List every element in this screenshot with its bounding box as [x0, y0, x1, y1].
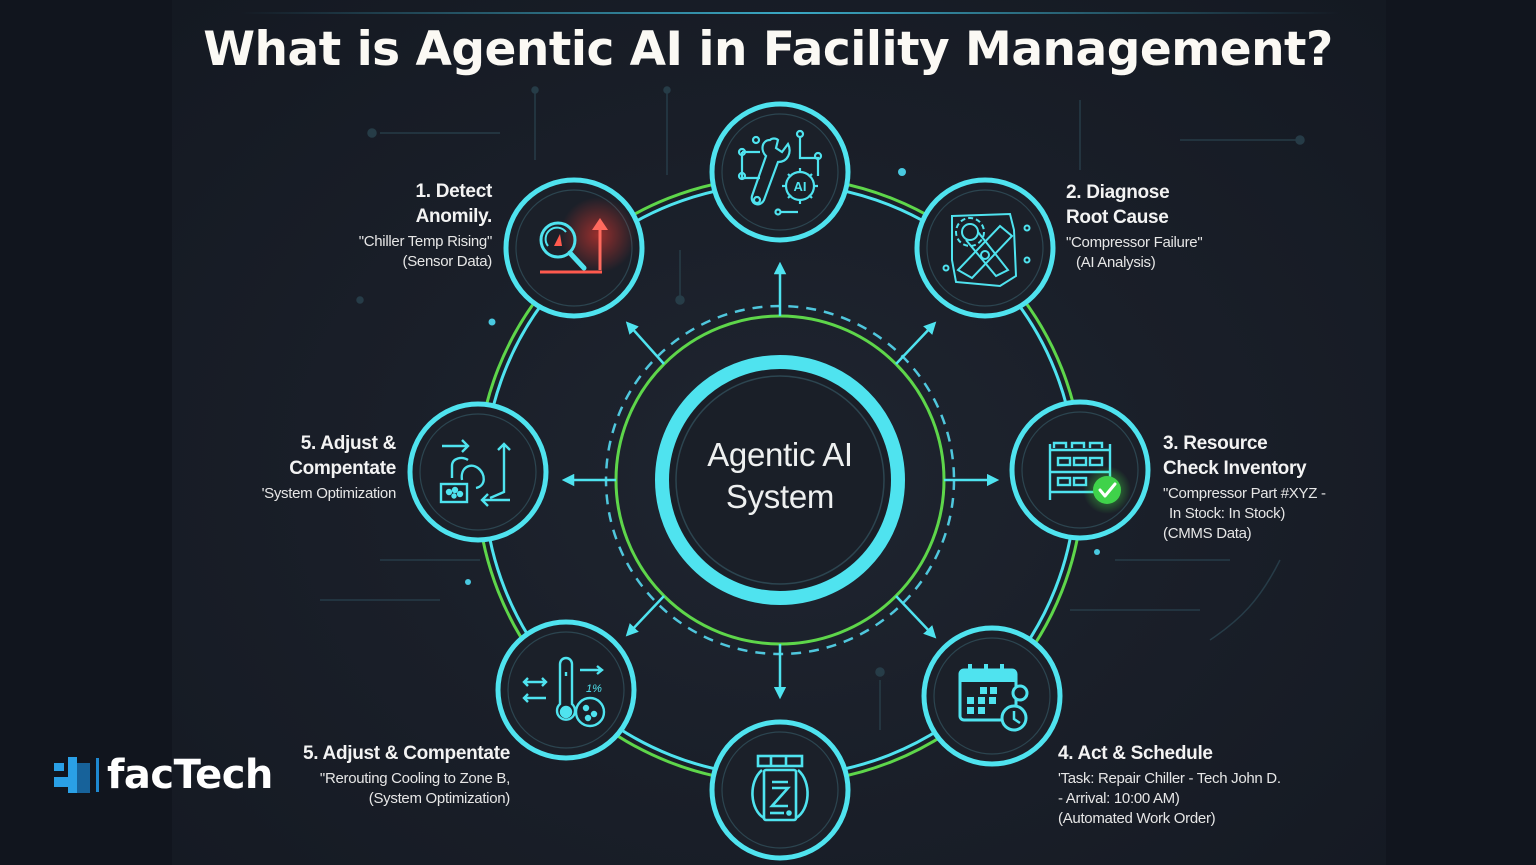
brand-name: facTech — [107, 752, 273, 798]
step-resource-heading-1: 3. Resource — [1163, 433, 1268, 454]
step-detect-label: 1. Detect Anomily. "Chiller Temp Rising"… — [300, 181, 493, 272]
step-resource-detail-3: (CMMS Data) — [1163, 525, 1252, 542]
step-adjust-cooling-label: 5. Adjust & Compentate "Rerouting Coolin… — [280, 744, 510, 809]
top-accent-line — [240, 12, 1340, 14]
node-adjust-cooling[interactable]: 1% — [495, 619, 637, 761]
center-node-label: Agentic AI System — [660, 434, 900, 518]
center-node-inner-ring — [675, 375, 885, 585]
step-adjust-compensate-detail: 'System Optimization — [261, 485, 397, 502]
center-label-line2: System — [725, 478, 835, 515]
wrench-ai-gear-icon — [737, 129, 823, 216]
step-adjust-compensate-heading-2: Compentate — [289, 458, 396, 479]
reroute-arrows-panel-icon — [439, 439, 511, 507]
step-adjust-compensate-heading-1: 5. Adjust & — [300, 433, 397, 454]
step-resource-label: 3. Resource Check Inventory "Compressor … — [1163, 434, 1363, 544]
step-adjust-cooling-heading: 5. Adjust & Compentate — [303, 743, 510, 764]
step-resource-detail-1: "Compressor Part #XYZ - — [1163, 485, 1326, 502]
work-order-device-icon — [751, 754, 809, 822]
step-diagnose-heading-1: 2. Diagnose — [1066, 182, 1170, 203]
node-act-schedule[interactable] — [921, 625, 1063, 767]
satellite-nodes: AI — [407, 101, 1151, 861]
node-resource-inventory[interactable] — [1009, 399, 1151, 541]
gear-broken-tool-icon — [942, 212, 1031, 288]
step-act-detail-2: - Arrival: 10:00 AM) — [1058, 790, 1180, 807]
center-label-line1: Agentic AI — [707, 436, 853, 473]
calendar-technician-clock-icon — [958, 664, 1029, 732]
step-act-detail-3: (Automated Work Order) — [1058, 810, 1216, 827]
step-resource-heading-2: Check Inventory — [1163, 458, 1307, 479]
magnifier-gauge-alert-icon — [539, 218, 608, 274]
node-bottom-work-order[interactable] — [709, 719, 851, 861]
center-node-ring — [655, 355, 905, 605]
step-adjust-cooling-detail-1: "Rerouting Cooling to Zone B, — [319, 770, 510, 787]
step-act-detail-1: 'Task: Repair Chiller - Tech John D. — [1058, 770, 1281, 787]
step-act-label: 4. Act & Schedule 'Task: Repair Chiller … — [1058, 744, 1338, 829]
check-badge-icon — [1093, 476, 1121, 504]
node-diagnose-root-cause[interactable] — [914, 177, 1056, 319]
node-detect-anomaly[interactable] — [503, 177, 645, 319]
step-resource-detail-2: In Stock: In Stock) — [1169, 505, 1286, 522]
step-detect-detail-2: (Sensor Data) — [402, 253, 493, 270]
connector-arrows — [561, 261, 1000, 700]
step-diagnose-label: 2. Diagnose Root Cause "Compressor Failu… — [1066, 183, 1286, 273]
svg-text:1%: 1% — [586, 683, 602, 695]
step-diagnose-heading-2: Root Cause — [1066, 207, 1169, 228]
center-node-fill — [658, 358, 902, 602]
step-detect-heading-2: Anomily. — [415, 206, 493, 227]
logo-mark-icon — [54, 757, 90, 793]
step-diagnose-detail-1: "Compressor Failure" — [1066, 234, 1203, 251]
step-diagnose-detail-2: (AI Analysis) — [1076, 254, 1156, 271]
node-adjust-compensate[interactable] — [407, 401, 549, 543]
thermometer-airflow-icon: 1% — [522, 656, 606, 728]
step-detect-heading-1: 1. Detect — [415, 181, 492, 202]
circuit-traces — [320, 86, 1305, 730]
step-adjust-compensate-label: 5. Adjust & Compentate 'System Optimizat… — [230, 433, 397, 504]
logo-separator — [96, 758, 99, 792]
page-title: What is Agentic AI in Facility Managemen… — [203, 22, 1333, 77]
node-top-wrench-ai[interactable]: AI — [709, 101, 851, 243]
factech-logo: facTech — [54, 752, 273, 798]
step-act-heading-1: 4. Act & Schedule — [1058, 743, 1213, 764]
ai-chip-label: AI — [794, 179, 807, 194]
step-adjust-cooling-detail-2: (System Optimization) — [368, 790, 511, 807]
step-detect-detail-1: "Chiller Temp Rising" — [358, 233, 493, 250]
